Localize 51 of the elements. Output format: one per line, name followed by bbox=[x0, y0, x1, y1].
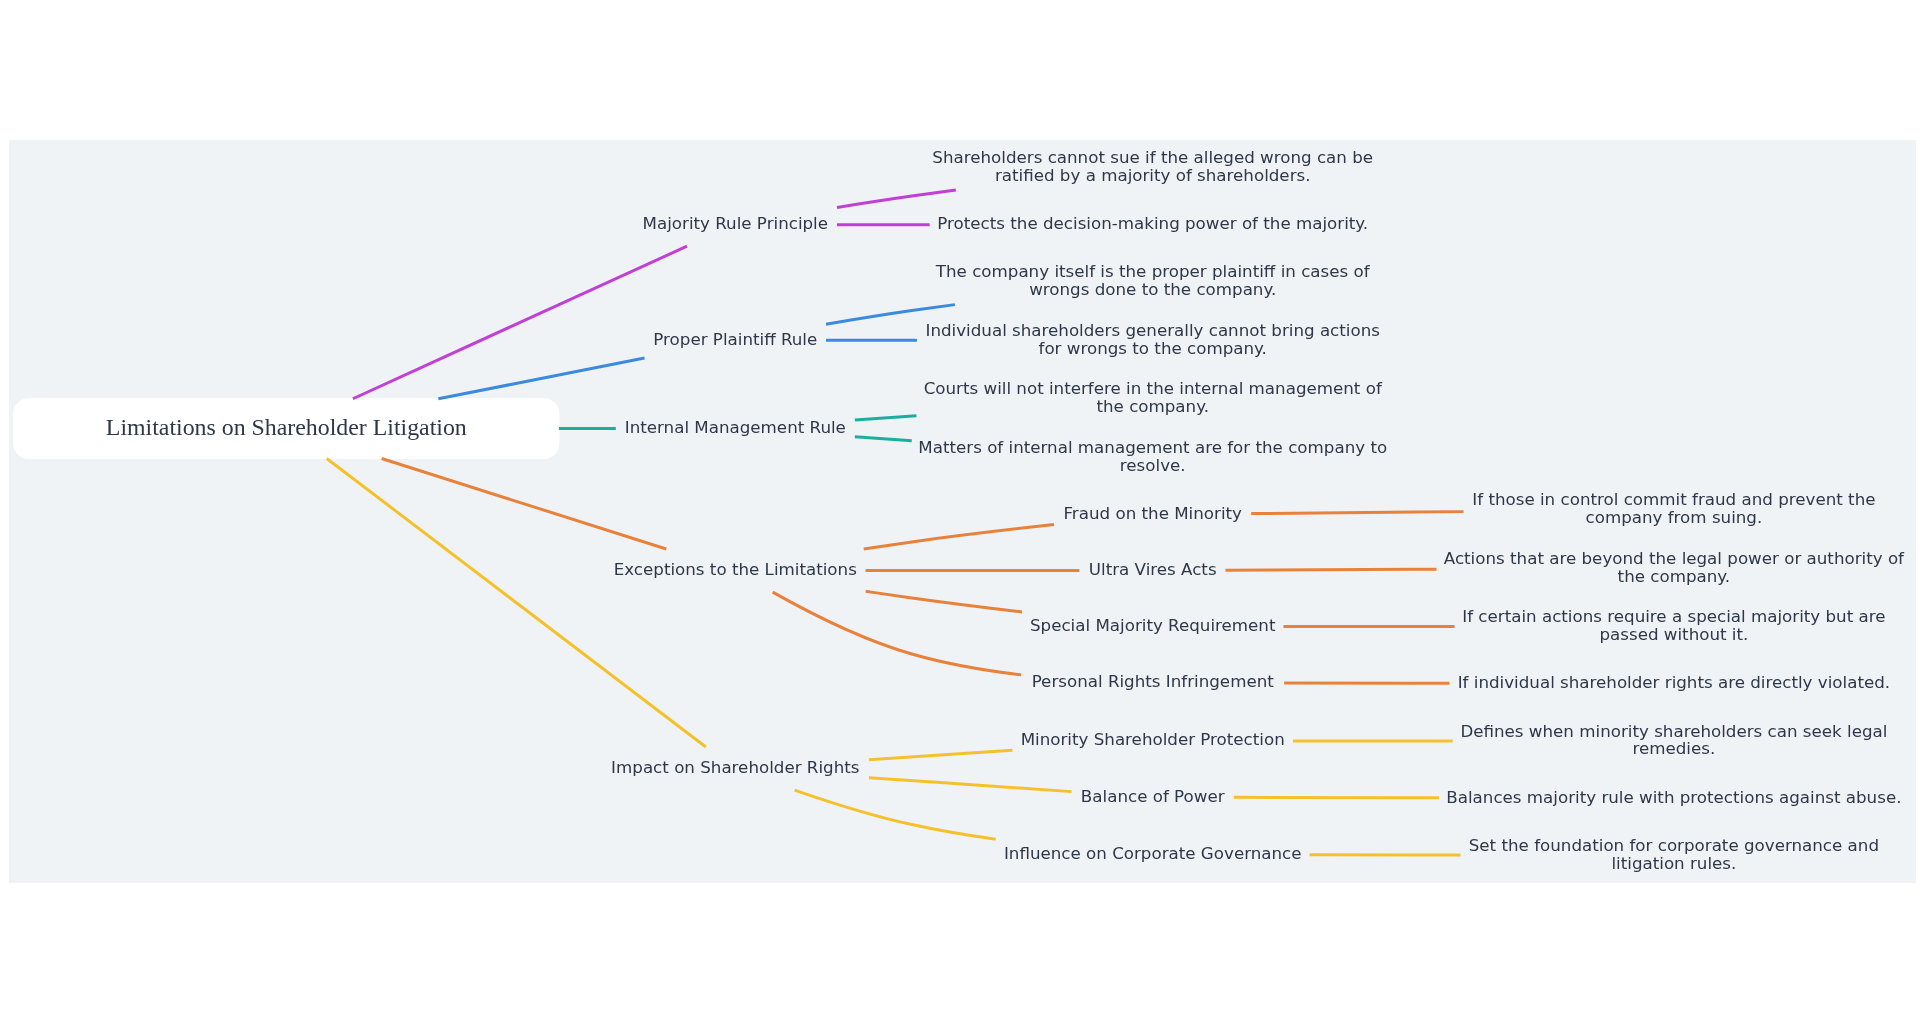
node-text: Majority Rule Principle bbox=[642, 214, 829, 234]
node-text: Impact on Shareholder Rights bbox=[611, 757, 860, 777]
connector bbox=[865, 589, 1023, 614]
node-text: Fraud on the Minority bbox=[1063, 503, 1242, 523]
node-text: Proper Plaintiff Rule bbox=[653, 329, 818, 349]
connector bbox=[854, 435, 912, 443]
node-text: Special Majority Requirement bbox=[1030, 616, 1276, 635]
node-text: The company itself is the proper plaintiff in cases of wrongs done to the company. bbox=[935, 262, 1370, 300]
node-text: Set the foundation for corporate governance and litigation rules. bbox=[1468, 836, 1880, 873]
connector bbox=[1309, 853, 1461, 857]
node-text: Actions that are beyond the legal power or authority of the company. bbox=[1443, 548, 1905, 586]
node-text: Balance of Power bbox=[1080, 786, 1225, 806]
connector bbox=[1233, 795, 1439, 800]
connector bbox=[1251, 510, 1464, 516]
connector bbox=[558, 427, 616, 431]
node-text: If individual shareholder rights are directly violated. bbox=[1457, 673, 1891, 693]
node-text: Internal Management Rule bbox=[624, 418, 846, 438]
node-text: Personal Rights Infringement bbox=[1031, 672, 1274, 692]
node-text: Individual shareholders generally cannot bring actions for wrongs to the company. bbox=[925, 320, 1380, 358]
node-text: Courts will not interfere in the internal management of the company. bbox=[923, 379, 1382, 417]
connector bbox=[794, 788, 996, 841]
connector bbox=[826, 338, 917, 342]
connector bbox=[825, 303, 956, 326]
connector bbox=[1292, 739, 1453, 743]
node-text: Ultra Vires Acts bbox=[1088, 559, 1217, 579]
connector bbox=[438, 356, 645, 401]
connector bbox=[836, 188, 957, 209]
connector bbox=[1284, 681, 1450, 685]
node-text: If those in control commit fraud and prevent the company from suing. bbox=[1472, 490, 1876, 528]
node-text: Minority Shareholder Protection bbox=[1020, 730, 1285, 750]
node-text: Protects the decision-making power of the majority. bbox=[937, 214, 1369, 234]
node-box: Limitations on Shareholder Litigation bbox=[13, 398, 560, 460]
node-text: Balances majority rule with protections against abuse. bbox=[1446, 787, 1902, 807]
node-text: If certain actions require a special majority but are passed without it. bbox=[1462, 607, 1886, 644]
connector bbox=[1283, 625, 1455, 629]
connector bbox=[836, 223, 930, 227]
connector bbox=[854, 414, 917, 422]
node-text: Influence on Corporate Governance bbox=[1003, 843, 1302, 863]
connector bbox=[381, 457, 667, 551]
connector bbox=[868, 776, 1072, 794]
connector bbox=[772, 590, 1022, 677]
node-text: Exceptions to the Limitations bbox=[613, 559, 857, 579]
connector bbox=[352, 244, 688, 401]
node-text: Matters of internal management are for the company to resolve. bbox=[918, 437, 1388, 475]
node-text: Shareholders cannot sue if the alleged wrong can be ratified by a majority of shareholders. bbox=[932, 147, 1374, 185]
connector bbox=[865, 569, 1080, 572]
connector bbox=[325, 457, 707, 749]
connector bbox=[863, 523, 1055, 551]
connector bbox=[1225, 567, 1437, 572]
connector bbox=[868, 748, 1013, 762]
node-text: Defines when minority shareholders can seek legal remedies. bbox=[1460, 721, 1888, 759]
